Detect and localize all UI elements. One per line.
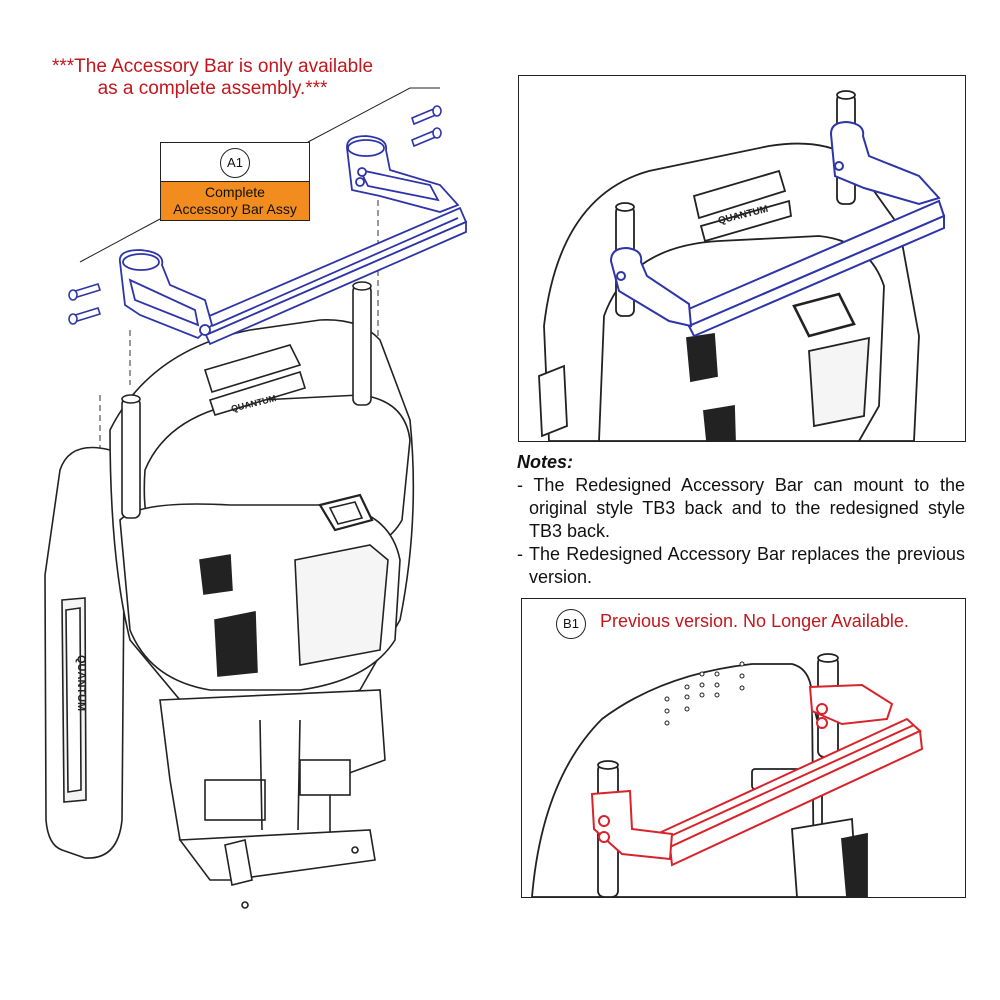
callout-a1: A1 Complete Accessory Bar Assy bbox=[160, 142, 310, 221]
previous-accessory-bar bbox=[590, 683, 924, 867]
note-item-1: - The Redesigned Accessory Bar can mount… bbox=[517, 475, 965, 541]
mounting-screws bbox=[68, 105, 442, 325]
callout-a1-description: Complete Accessory Bar Assy bbox=[161, 181, 309, 220]
seat-vent-holes bbox=[664, 661, 745, 726]
callout-b1-id: B1 bbox=[556, 609, 586, 639]
previous-version-frame bbox=[521, 598, 966, 898]
warning-line-2: as a complete assembly.*** bbox=[97, 78, 328, 99]
availability-warning: ***The Accessory Bar is only available a… bbox=[20, 56, 405, 100]
accessory-bar bbox=[118, 135, 468, 346]
callout-a1-id: A1 bbox=[220, 148, 250, 178]
notes-title: Notes: bbox=[517, 452, 574, 472]
callout-a1-desc-line1: Complete bbox=[205, 184, 265, 200]
warning-line-1: ***The Accessory Bar is only available bbox=[51, 56, 374, 77]
seat-back-assembly bbox=[44, 281, 415, 909]
callout-a1-desc-line2: Accessory Bar Assy bbox=[173, 201, 297, 217]
installed-accessory-bar bbox=[609, 120, 946, 338]
callout-b1-label: Previous version. No Longer Available. bbox=[600, 611, 909, 631]
seat-brand-text: QUANTUM bbox=[75, 655, 87, 711]
note-item-2: - The Redesigned Accessory Bar replaces … bbox=[517, 544, 965, 587]
previous-version-illustration bbox=[531, 653, 924, 897]
installed-view-frame: QUANTUM bbox=[518, 75, 966, 442]
installed-view-illustration: QUANTUM bbox=[538, 90, 946, 441]
